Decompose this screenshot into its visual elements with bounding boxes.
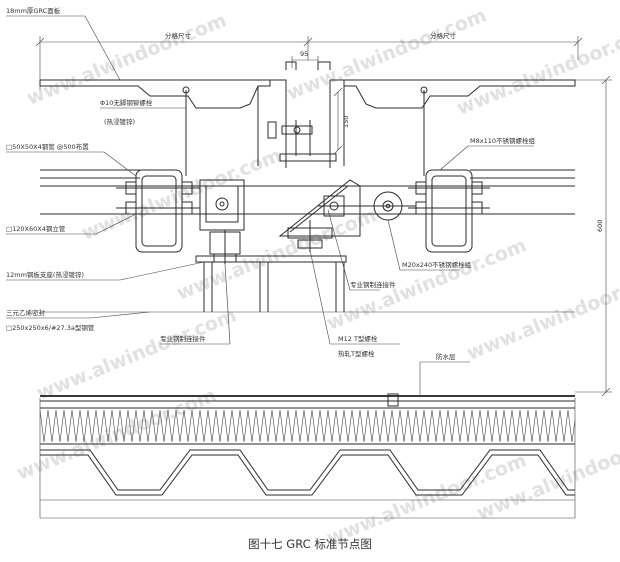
center-connector xyxy=(199,179,245,264)
label-embed: 三元乙烯密封 xyxy=(6,308,46,317)
dimension-150: 150 xyxy=(333,87,350,155)
stud-anchors xyxy=(182,86,428,176)
watermark-text: www.alwindoor.com xyxy=(174,204,380,304)
profiled-deck xyxy=(39,398,576,519)
watermark-text: www.alwindoor.com xyxy=(464,264,620,364)
label-grc-panel: 18mm厚GRC面板 xyxy=(6,6,61,15)
label-plate-12: 12mm钢板支座(热浸镀锌) xyxy=(6,270,84,279)
label-angle: □50X50X4钢管 @500布置 xyxy=(6,142,89,151)
dimension-600-text: 600 xyxy=(596,220,604,232)
label-stud: Φ10无脚钢铆螺栓 xyxy=(100,98,153,107)
module-size-right: 分格尺寸 xyxy=(430,31,457,40)
label-bracket-b: 专业钢制连接件 xyxy=(160,334,206,343)
right-clip-assembly xyxy=(408,169,490,253)
label-bracket-a: 专业钢制连接件 xyxy=(350,280,396,289)
plate-support xyxy=(40,255,575,313)
module-size-left: 分格尺寸 xyxy=(165,31,192,40)
watermark-text: www.alwindoor.com xyxy=(454,19,620,119)
watermark-text: www.alwindoor.com xyxy=(284,4,490,104)
label-tube-120: □120X60X4钢立管 xyxy=(6,224,66,233)
grc-panel-right xyxy=(329,79,576,168)
dimension-95-text: 95 xyxy=(300,50,308,58)
label-bolt-m12: M12 T型螺栓 xyxy=(338,334,378,343)
panel-joint xyxy=(267,61,337,162)
dimension-600: 600 xyxy=(575,75,612,397)
callout-labels: 18mm厚GRC面板 Φ10无脚钢铆螺栓 (热浸镀锌) □50X50X4钢管 @… xyxy=(6,6,535,361)
label-bolt-m8: M8x110不锈钢螺栓组 xyxy=(470,136,535,145)
waterproof-layer xyxy=(40,393,575,407)
label-bolt-m12-note: 热轧T型螺栓 xyxy=(338,349,375,358)
dimension-150-text: 150 xyxy=(342,116,350,128)
grc-panel-left xyxy=(39,79,287,168)
label-stud-note: (热浸镀锌) xyxy=(104,117,135,126)
insulation-layer xyxy=(39,407,576,445)
figure-caption: 图十七 GRC 标准节点图 xyxy=(248,537,372,551)
label-tube-250: □250x250x6/#27.3a型钢管 xyxy=(6,323,95,332)
watermark-text: www.alwindoor.com xyxy=(24,9,230,109)
left-clip-assembly xyxy=(116,169,200,253)
leader-lines xyxy=(6,15,534,396)
label-waterproof: 防水层 xyxy=(436,352,456,361)
label-bolt-m20: M20x240不锈钢螺栓组 xyxy=(402,260,472,269)
